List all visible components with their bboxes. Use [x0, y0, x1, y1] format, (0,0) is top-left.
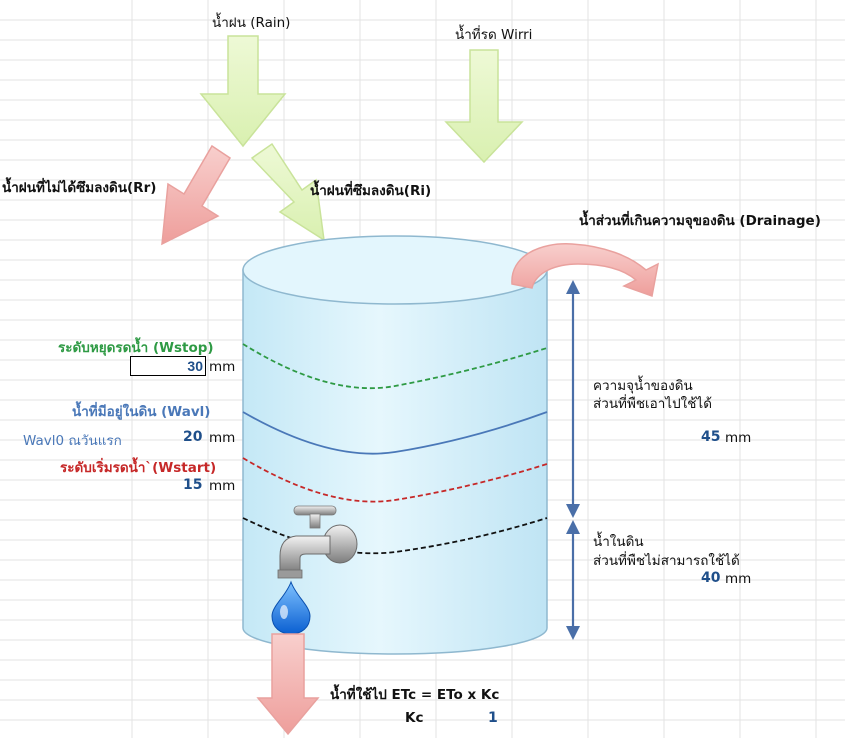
- irrigation-arrow: [444, 49, 524, 164]
- unavailable-water-label-line1: น้ำในดิน: [593, 534, 644, 550]
- rain-arrow: [199, 35, 287, 148]
- available-water-unit: mm: [725, 430, 752, 446]
- wstop-unit: mm: [209, 359, 236, 375]
- unavailable-water-unit: mm: [725, 571, 752, 587]
- wstart-value[interactable]: 15: [183, 477, 203, 493]
- available-water-range-arrow: [566, 280, 580, 518]
- soil-water-tank: [242, 235, 548, 655]
- faucet-icon: [277, 505, 358, 579]
- drainage-arrow: [511, 243, 660, 298]
- unavailable-water-range-arrow: [566, 520, 580, 640]
- wstop-value: 30: [187, 358, 203, 374]
- unavailable-water-value[interactable]: 40: [701, 570, 721, 586]
- pwp-level-line: [242, 517, 548, 555]
- unavailable-water-label-line2: ส่วนที่พืชไม่สามารถใช้ได้: [593, 553, 740, 569]
- wavl0-unit: mm: [209, 430, 236, 446]
- wstop-label: ระดับหยุดรดน้ำ (Wstop): [58, 340, 214, 356]
- runoff-label: น้ำฝนที่ไม่ได้ซึมลงดิน(Rr): [2, 180, 157, 196]
- available-water-label-line2: ส่วนที่พืชเอาไปใช้ได้: [593, 396, 712, 412]
- infiltration-arrow: [250, 142, 325, 242]
- rain-label: น้ำฝน (Rain): [212, 15, 291, 31]
- kc-label: Kc: [405, 710, 424, 726]
- kc-value[interactable]: 1: [488, 710, 498, 726]
- runoff-arrow: [161, 144, 232, 246]
- wstart-level-line: [242, 457, 548, 503]
- wstop-input[interactable]: 30: [130, 356, 206, 376]
- wstop-level-line: [242, 343, 548, 390]
- wavl0-label: Wavl0 ณวันแรก: [23, 433, 122, 449]
- wavl-label: น้ำที่มีอยู่ในดิน (Wavl): [72, 404, 211, 420]
- infiltration-label: น้ำฝนที่ซึมลงดิน(Ri): [310, 183, 432, 199]
- wavl0-value[interactable]: 20: [183, 429, 203, 445]
- irrigation-label: น้ำที่รด Wirri: [455, 27, 533, 43]
- wavl-level-line: [242, 411, 548, 455]
- available-water-label-line1: ความจุน้ำของดิน: [593, 378, 693, 394]
- etc-arrow: [256, 633, 320, 736]
- drainage-label: น้ำส่วนที่เกินความจุของดิน (Drainage): [579, 213, 821, 229]
- available-water-value[interactable]: 45: [701, 429, 721, 445]
- etc-label: น้ำที่ใช้ไป ETc = ETo x Kc: [330, 687, 500, 703]
- wstart-label: ระดับเริ่มรดน้ำ`(Wstart): [60, 460, 217, 476]
- wstart-unit: mm: [209, 478, 236, 494]
